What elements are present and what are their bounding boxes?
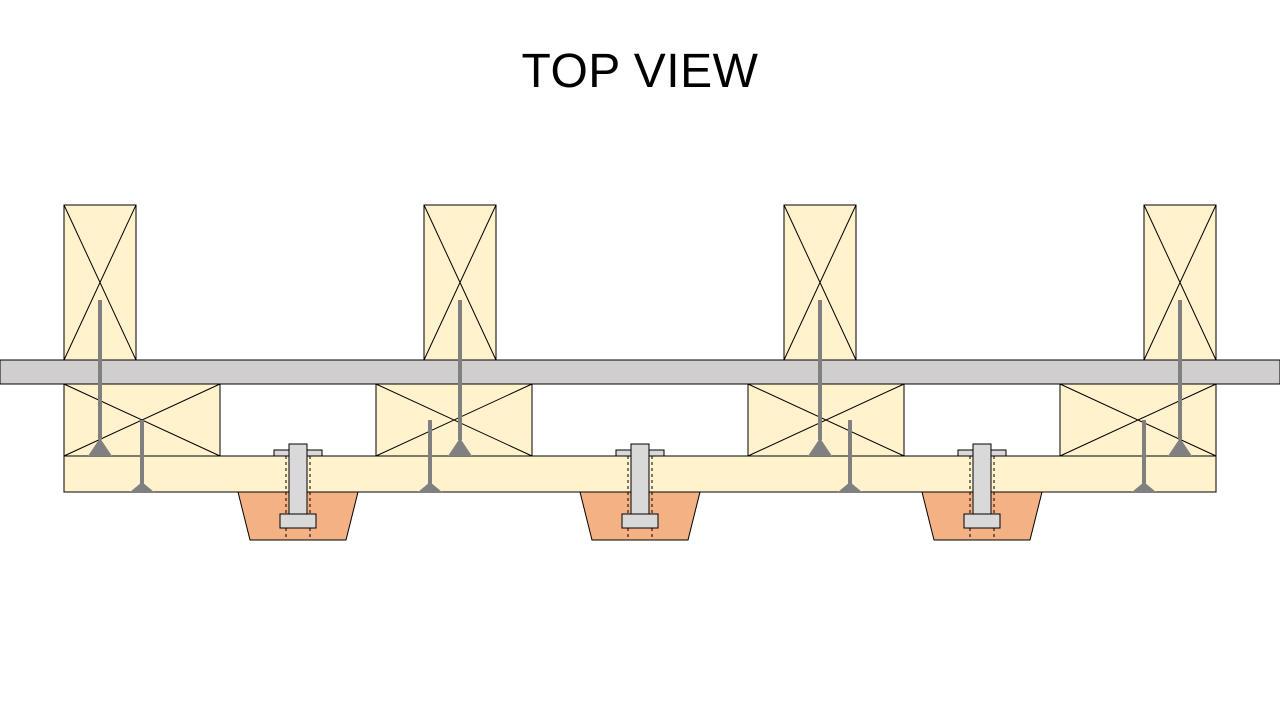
short-fastener-3-head-icon bbox=[838, 482, 862, 492]
long-fastener-3-head-icon bbox=[808, 438, 832, 456]
long-fastener-2-head-icon bbox=[448, 438, 472, 456]
long-fastener-1 bbox=[88, 300, 112, 456]
short-fastener-4 bbox=[1132, 420, 1156, 492]
long-fastener-2 bbox=[448, 300, 472, 456]
short-fastener-3 bbox=[838, 420, 862, 492]
fasteners-layer bbox=[88, 300, 1192, 492]
bolts-layer bbox=[273, 443, 1007, 540]
bolt-nut bbox=[963, 513, 1001, 529]
steel-plate-band bbox=[0, 359, 1280, 385]
short-fastener-4-head-icon bbox=[1132, 482, 1156, 492]
bolt-nut bbox=[621, 513, 659, 529]
plate-layer bbox=[0, 359, 1280, 385]
block-3 bbox=[747, 383, 905, 457]
short-fastener-1 bbox=[130, 420, 154, 492]
block-4-diagonal-b bbox=[1059, 383, 1217, 457]
block-4 bbox=[1059, 383, 1217, 457]
blocks-layer bbox=[63, 383, 1217, 457]
long-fastener-4-head-icon bbox=[1168, 438, 1192, 456]
bolt-nut bbox=[279, 513, 317, 529]
short-fastener-2-head-icon bbox=[418, 482, 442, 492]
short-fastener-1-head-icon bbox=[130, 482, 154, 492]
anchor-bolt-1 bbox=[273, 443, 323, 540]
anchor-bolt-2 bbox=[615, 443, 665, 540]
bolt-shank bbox=[972, 443, 992, 517]
post-1-diagonal-b bbox=[63, 204, 137, 361]
page-title: TOP VIEW bbox=[521, 45, 759, 98]
block-2-diagonal-b bbox=[375, 383, 533, 457]
posts-layer bbox=[63, 204, 1217, 361]
bolt-shank bbox=[630, 443, 650, 517]
short-fastener-2 bbox=[418, 420, 442, 492]
post-3-diagonal-b bbox=[783, 204, 857, 361]
anchor-bolt-3 bbox=[957, 443, 1007, 540]
long-fastener-1-head-icon bbox=[88, 438, 112, 456]
long-fastener-4 bbox=[1168, 300, 1192, 456]
long-fastener-3 bbox=[808, 300, 832, 456]
block-2 bbox=[375, 383, 533, 457]
post-2 bbox=[423, 204, 497, 361]
post-4-diagonal-b bbox=[1143, 204, 1217, 361]
bolt-shank bbox=[288, 443, 308, 517]
post-2-diagonal-b bbox=[423, 204, 497, 361]
block-3-diagonal-b bbox=[747, 383, 905, 457]
